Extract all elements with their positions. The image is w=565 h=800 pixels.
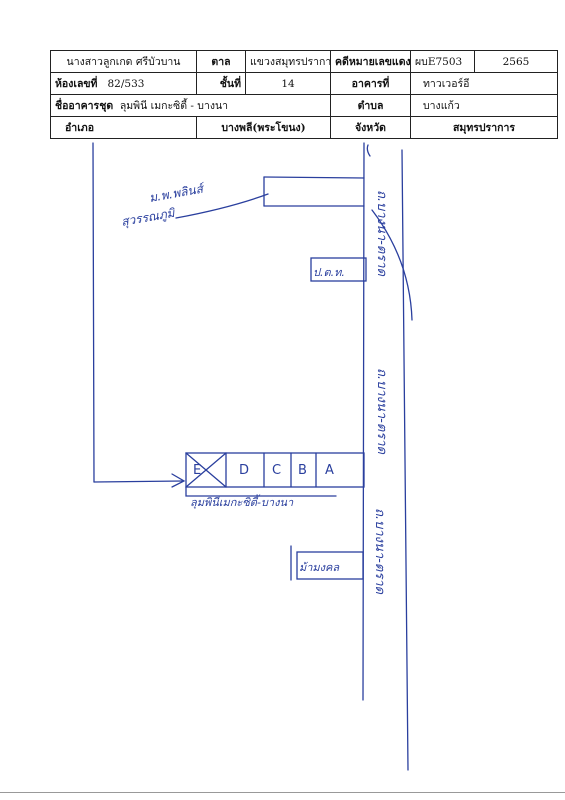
ptt-label: ป.ต.ท. <box>313 266 345 279</box>
top-branch-line-1 <box>263 176 365 179</box>
road-label-top: ถ.บางนา-ตราด <box>374 190 389 277</box>
note-top-left-2: สุวรรณภูมิ <box>120 206 177 230</box>
amphoe-value: บางพลี(พระโขนง) <box>196 116 331 139</box>
ptt-box <box>310 257 367 282</box>
lower-strip-line <box>185 486 337 497</box>
building-e-cross <box>185 452 227 488</box>
building-b-label: B <box>298 463 307 478</box>
building-dividers <box>225 452 317 488</box>
building-e-label: E <box>193 463 201 478</box>
room-value: 82/533 <box>107 78 145 90</box>
case-number-value: ผบE7503 <box>410 50 475 73</box>
main-road-left-edge <box>362 142 365 701</box>
building-strip <box>185 452 365 488</box>
note-pointer-line <box>175 193 269 219</box>
arrow-head <box>171 473 186 488</box>
page-bottom-rule <box>0 792 565 793</box>
floor-label: ชั้นที่ <box>196 72 246 95</box>
header-row-1: นางสาวลูกเกด ศรีบัวบาน ตาล แขวงสมุทรปราก… <box>50 50 558 73</box>
building-a-label: A <box>325 463 334 478</box>
amphoe-label: อำเภอ <box>65 122 95 134</box>
condo-label: ชื่ออาคารชุด <box>55 100 114 112</box>
arrow-line-to-building <box>93 480 184 483</box>
note-top-left: ม.พ.พลินส์ <box>148 181 207 205</box>
left-road-line <box>92 142 95 483</box>
bottom-box <box>296 551 364 580</box>
road-label-mid: ถ.บางนา-ตราด <box>374 368 389 455</box>
bottom-box-label: ม้ามงคล <box>299 561 340 574</box>
province-label: จังหวัด <box>330 116 411 139</box>
road-label-bottom: ถ.บางนา-ตราด <box>372 508 387 595</box>
condo-value: ลุมพินี เมกะซิตี้ - บางนา <box>119 100 229 112</box>
condo-caption: ลุมพินีเมกะซิตี้-บางนา <box>190 494 294 509</box>
road-squiggle <box>366 144 413 321</box>
property-header-table: นางสาวลูกเกด ศรีบัวบาน ตาล แขวงสมุทรปราก… <box>50 50 558 139</box>
amphoe-cell: อำเภอ <box>50 116 197 139</box>
province-value: สมุทรปราการ <box>410 116 558 139</box>
building-c-label: C <box>272 463 281 478</box>
room-label: ห้องเลขที่ <box>55 78 98 90</box>
building-d-label: D <box>239 463 249 478</box>
header-row-4: อำเภอ บางพลี(พระโขนง) จังหวัด สมุทรปรากา… <box>50 116 558 139</box>
main-road-right-edge <box>401 149 409 771</box>
